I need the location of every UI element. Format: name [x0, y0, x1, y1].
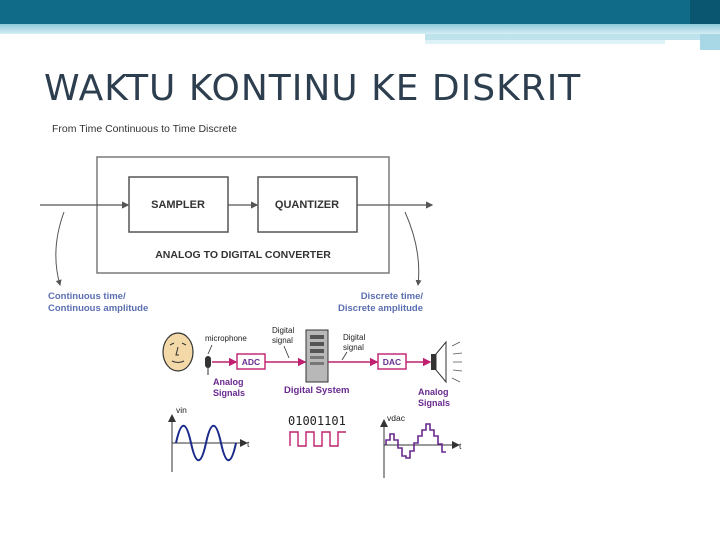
right-note-line2: Discrete amplitude [338, 303, 423, 314]
analog-left-line1: Analog [213, 377, 244, 387]
bit-sequence: 01001101 [288, 414, 346, 428]
digital-signal-right-pointer [341, 351, 348, 361]
analog-right-line2: Signals [418, 398, 450, 408]
slide-title: WAKTU KONTINU KE DISKRIT [44, 68, 582, 109]
analog-right-line1: Analog [418, 387, 449, 397]
digital-system-label: Digital System [284, 385, 349, 396]
t-left-label: t [247, 439, 250, 449]
sampler-label: SAMPLER [151, 199, 205, 211]
right-note-line1: Discrete time/ [361, 291, 424, 302]
digital-signal-left-line2: signal [272, 336, 293, 345]
left-note-line1: Continuous time/ [48, 291, 126, 302]
dac-output-wave-plot [380, 419, 460, 478]
vdac-label: vdac [387, 413, 406, 423]
analog-left-line2: Signals [213, 388, 245, 398]
t-right-label: t [459, 441, 462, 451]
speaker-icon [431, 340, 463, 384]
dac-label: DAC [383, 357, 401, 367]
header-rule [0, 24, 720, 34]
face-icon [162, 332, 194, 372]
microphone-icon [205, 356, 211, 375]
header-bar [0, 0, 720, 24]
header-rule-segment [425, 40, 665, 44]
digital-signal-left-line1: Digital [272, 326, 294, 335]
adc-outer-box [96, 156, 390, 274]
adc-label: ADC [242, 357, 260, 367]
right-curve-arrow [404, 211, 422, 286]
digital-pulse-wave [289, 431, 346, 447]
digital-signal-right-line2: signal [343, 343, 364, 352]
header-bar-accent [690, 0, 720, 24]
microphone-pointer [207, 344, 213, 355]
header-rule-segment [425, 34, 720, 40]
adc-caption: ANALOG TO DIGITAL CONVERTER [155, 249, 331, 261]
analog-input-wave-plot [168, 414, 248, 472]
left-note-line2: Continuous amplitude [48, 303, 148, 314]
left-curve-arrow [55, 211, 65, 286]
diagram-heading: From Time Continuous to Time Discrete [52, 123, 237, 135]
computer-tower-icon [305, 329, 329, 383]
digital-signal-right-line1: Digital [343, 333, 365, 342]
quantizer-label: QUANTIZER [275, 199, 339, 211]
microphone-label: microphone [205, 334, 247, 343]
vin-label: vin [176, 405, 187, 415]
header-rule-segment [700, 34, 720, 50]
digital-signal-left-pointer [283, 345, 290, 359]
